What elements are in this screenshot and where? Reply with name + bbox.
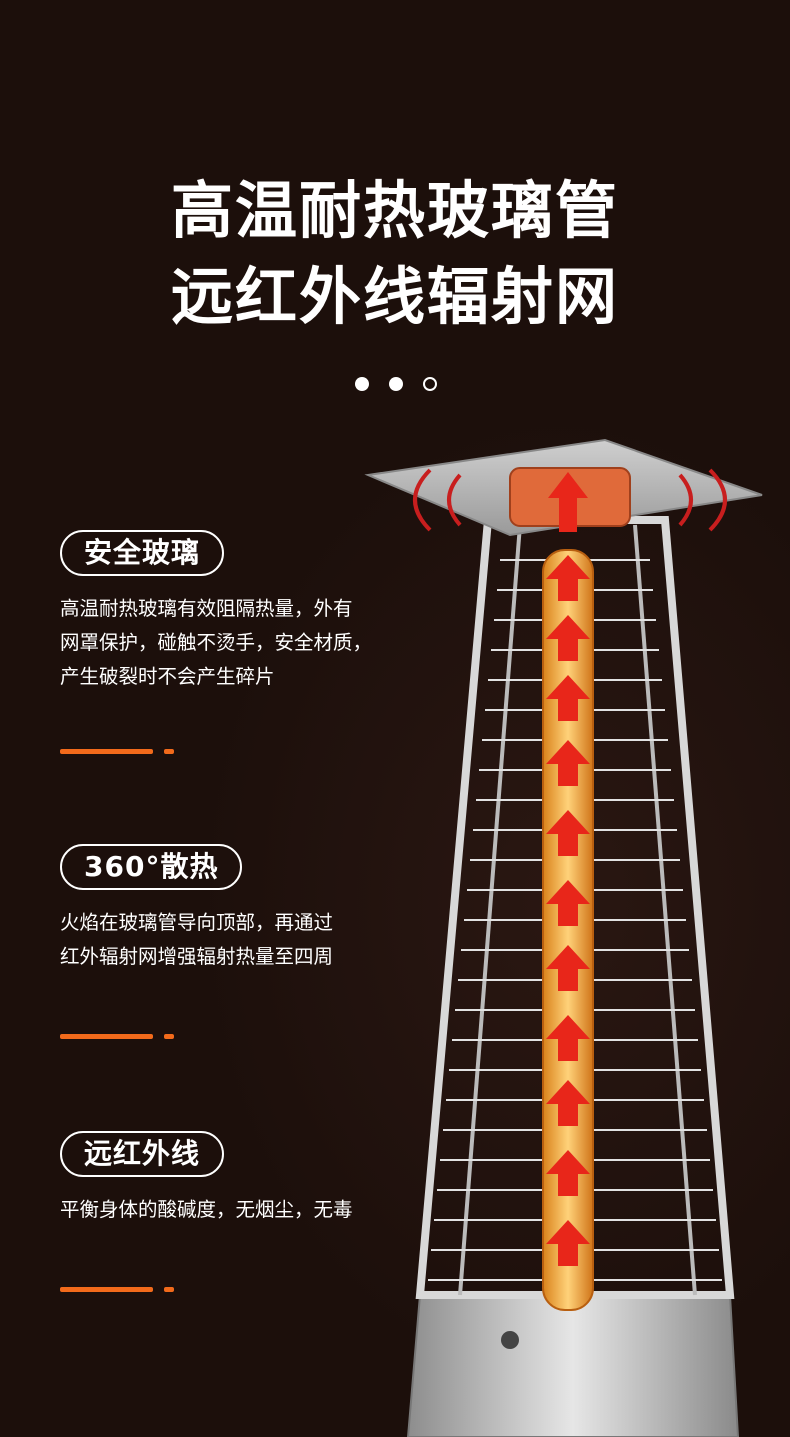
pager-dot-3[interactable] [423,377,437,391]
feature-far-infrared: 远红外线 平衡身体的酸碱度，无烟尘，无毒 [60,1131,420,1227]
desc-line: 火焰在玻璃管导向顶部，再通过 [60,911,334,934]
headline-line-2: 远红外线辐射网 [170,260,619,333]
feature-description: 平衡身体的酸碱度，无烟尘，无毒 [60,1193,420,1227]
pager-dot-2[interactable] [389,377,403,391]
desc-line: 红外辐射网增强辐射热量至四周 [60,945,334,968]
heater-base [406,1294,740,1437]
desc-line: 网罩保护，碰触不烫手，安全材质， [60,631,373,654]
feature-label: 安全玻璃 [60,530,225,576]
glass-tube [542,549,594,1311]
pager-dot-1[interactable] [355,377,369,391]
feature-description: 高温耐热玻璃有效阻隔热量，外有 网罩保护，碰触不烫手，安全材质， 产生破裂时不会… [60,592,420,694]
desc-line: 高温耐热玻璃有效阻隔热量，外有 [60,597,353,620]
heat-flow-arrows [546,555,590,1266]
heat-wave-rings [413,468,727,532]
carousel-pager [355,377,437,391]
headline-line-1: 高温耐热玻璃管 [170,174,619,247]
feature-360-heat: 360°散热 火焰在玻璃管导向顶部，再通过 红外辐射网增强辐射热量至四周 [60,844,420,974]
desc-line: 平衡身体的酸碱度，无烟尘，无毒 [60,1198,353,1221]
desc-line: 产生破裂时不会产生碎片 [60,665,275,688]
top-arrow [548,472,588,532]
feature-label: 远红外线 [60,1131,225,1177]
feature-description: 火焰在玻璃管导向顶部，再通过 红外辐射网增强辐射热量至四周 [60,906,420,974]
feature-label: 360°散热 [60,844,243,890]
feature-safety-glass: 安全玻璃 高温耐热玻璃有效阻隔热量，外有 网罩保护，碰触不烫手，安全材质， 产生… [60,530,420,694]
patio-heater-illustration [364,438,763,1437]
ignition-knob [501,1331,519,1349]
